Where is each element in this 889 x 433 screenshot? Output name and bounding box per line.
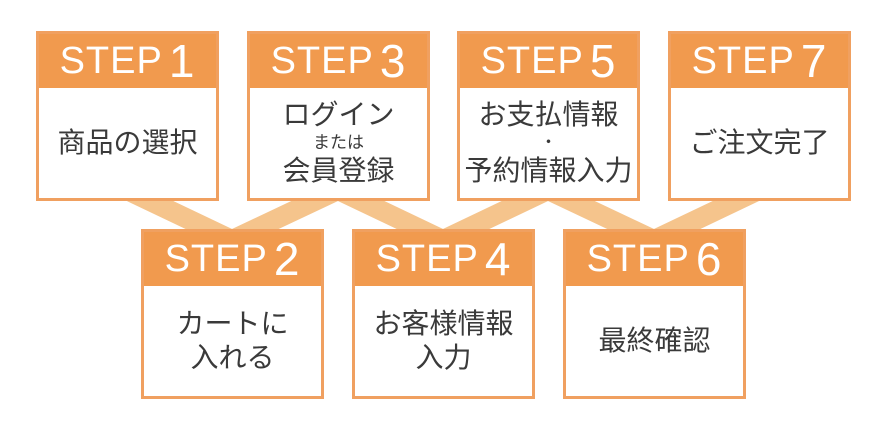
- step-6-body: 最終確認: [566, 286, 743, 396]
- step-7-line-1: ご注文完了: [689, 126, 830, 160]
- step-3-line-3: 会員登録: [282, 154, 395, 188]
- step-5-body: お支払情報 ・ 予約情報入力: [460, 88, 637, 198]
- step-5-line-1: お支払情報: [478, 98, 619, 132]
- step-7-number: 7: [800, 35, 828, 87]
- step-5-word: STEP: [480, 40, 584, 82]
- step-3-header: STEP 3: [250, 34, 427, 88]
- step-2-header: STEP 2: [144, 232, 321, 286]
- step-3-body: ログイン または 会員登録: [250, 88, 427, 198]
- step-1-line-1: 商品の選択: [57, 126, 198, 160]
- step-1-word: STEP: [59, 40, 163, 82]
- step-6-header: STEP 6: [566, 232, 743, 286]
- step-4-number: 4: [484, 233, 512, 285]
- step-4-word: STEP: [375, 238, 479, 280]
- step-6-word: STEP: [586, 238, 690, 280]
- step-3-line-1: ログイン: [282, 98, 395, 132]
- step-2-number: 2: [273, 233, 301, 285]
- step-3-word: STEP: [270, 40, 374, 82]
- step-3-number: 3: [379, 35, 407, 87]
- step-4-line-1: お客様情報: [373, 307, 514, 341]
- step-7-body: ご注文完了: [671, 88, 848, 198]
- step-2-box: STEP 2 カートに 入れる: [141, 229, 324, 399]
- step-4-body: お客様情報 入力: [355, 286, 532, 396]
- step-4-line-2: 入力: [415, 341, 472, 374]
- step-3-line-2: または: [313, 132, 364, 153]
- step-6-line-1: 最終確認: [598, 324, 711, 358]
- step-7-word: STEP: [691, 40, 795, 82]
- step-7-box: STEP 7 ご注文完了: [668, 31, 851, 201]
- step-5-header: STEP 5: [460, 34, 637, 88]
- step-6-box: STEP 6 最終確認: [563, 229, 746, 399]
- step-2-line-2: 入れる: [190, 341, 275, 374]
- step-6-number: 6: [695, 233, 723, 285]
- step-2-body: カートに 入れる: [144, 286, 321, 396]
- step-3-box: STEP 3 ログイン または 会員登録: [247, 31, 430, 201]
- step-1-box: STEP 1 商品の選択: [36, 31, 219, 201]
- step-5-line-3: 予約情報入力: [464, 154, 633, 188]
- step-5-box: STEP 5 お支払情報 ・ 予約情報入力: [457, 31, 640, 201]
- step-1-number: 1: [168, 35, 196, 87]
- step-7-header: STEP 7: [671, 34, 848, 88]
- step-1-header: STEP 1: [39, 34, 216, 88]
- step-4-header: STEP 4: [355, 232, 532, 286]
- step-5-number: 5: [589, 35, 617, 87]
- step-2-word: STEP: [164, 238, 268, 280]
- step-1-body: 商品の選択: [39, 88, 216, 198]
- step-4-box: STEP 4 お客様情報 入力: [352, 229, 535, 399]
- step-5-line-2: ・: [540, 132, 557, 153]
- step-2-line-1: カートに: [176, 307, 289, 341]
